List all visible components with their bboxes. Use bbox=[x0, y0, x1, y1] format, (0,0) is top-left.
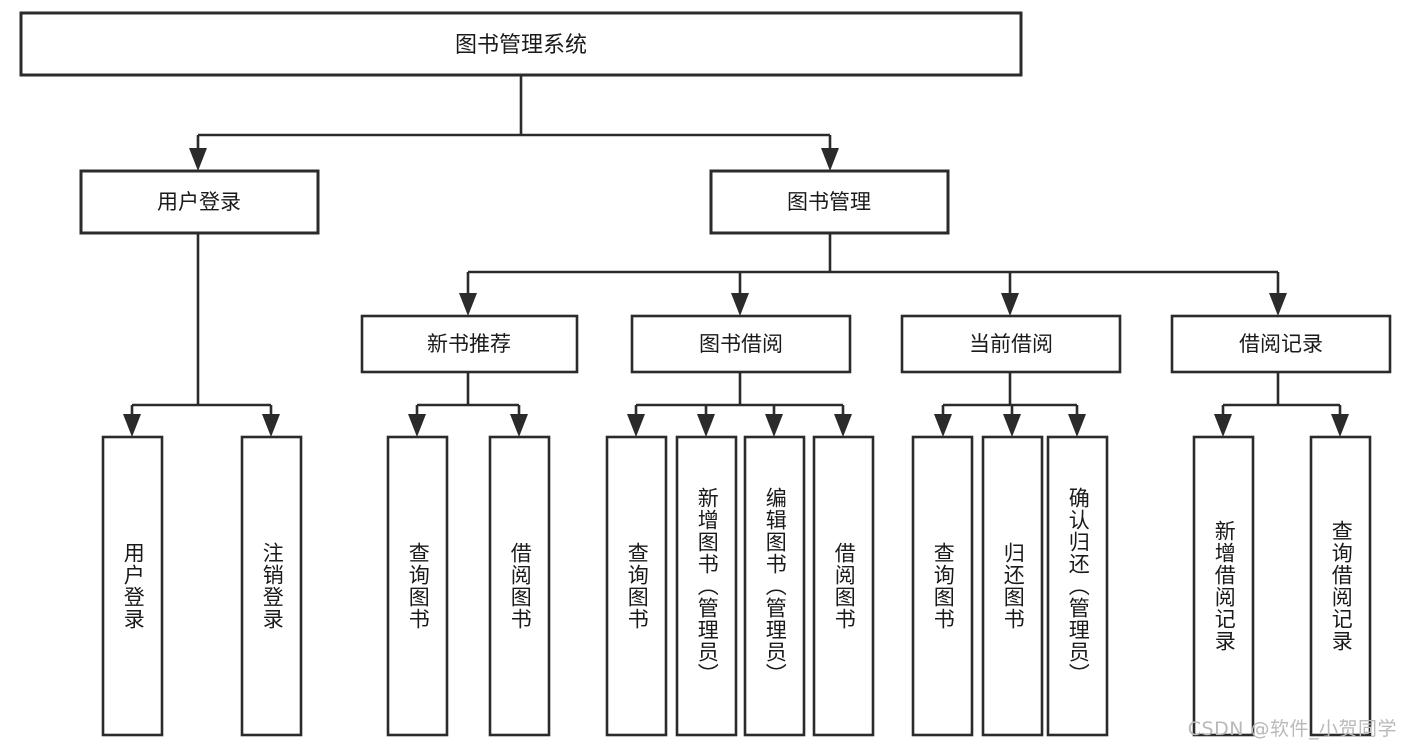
node-book-borrow-label: 图书借阅 bbox=[699, 332, 783, 356]
leaf-add-borrow-record-label: 新增借阅记录 bbox=[1212, 520, 1237, 652]
arrow-head-leaf-query-book-3 bbox=[934, 414, 952, 437]
leaf-logout-label: 注销登录 bbox=[260, 542, 285, 630]
node-book-management-label: 图书管理 bbox=[787, 190, 871, 214]
leaf-add-book-admin-label: 新增图书（管理员） bbox=[695, 487, 720, 685]
arrow-head-leaf-return-book bbox=[1003, 414, 1021, 437]
leaf-query-book-borrow-label: 查询图书 bbox=[625, 542, 650, 630]
node-new-book-recommend-label: 新书推荐 bbox=[427, 332, 511, 356]
arrow-head-current-borrow bbox=[1001, 293, 1019, 316]
node-book-borrow[interactable]: 图书借阅 bbox=[630, 314, 852, 374]
connector-borrowrecord-to-leaves bbox=[1214, 372, 1349, 437]
arrow-head-new-book bbox=[459, 293, 477, 316]
node-current-borrow-label: 当前借阅 bbox=[969, 332, 1053, 356]
leaf-return-book[interactable]: 归还图书 bbox=[981, 435, 1044, 737]
node-root-system-label: 图书管理系统 bbox=[455, 33, 587, 58]
node-borrow-record-label: 借阅记录 bbox=[1239, 332, 1323, 356]
node-root-system[interactable]: 图书管理系统 bbox=[19, 11, 1023, 77]
node-book-management[interactable]: 图书管理 bbox=[709, 169, 950, 235]
arrow-head-leaf-query-record bbox=[1331, 414, 1349, 437]
connector-root-to-level2 bbox=[189, 75, 839, 171]
leaf-query-book-borrow[interactable]: 查询图书 bbox=[605, 435, 668, 737]
leaf-user-login-label: 用户登录 bbox=[121, 542, 146, 630]
leaf-edit-book-admin-label: 编辑图书（管理员） bbox=[763, 487, 788, 685]
node-borrow-record[interactable]: 借阅记录 bbox=[1170, 314, 1392, 374]
leaf-edit-book-admin[interactable]: 编辑图书（管理员） bbox=[743, 435, 806, 737]
arrow-head-leaf-add-book bbox=[697, 414, 715, 437]
leaf-return-book-label: 归还图书 bbox=[1001, 542, 1026, 630]
connector-newbook-to-leaves bbox=[408, 372, 528, 437]
leaf-confirm-return-admin-label: 确认归还（管理员） bbox=[1066, 487, 1091, 685]
arrow-head-leaf-borrow-book-2 bbox=[834, 414, 852, 437]
leaf-borrow-book-newbook[interactable]: 借阅图书 bbox=[488, 435, 551, 737]
leaf-borrow-book-newbook-label: 借阅图书 bbox=[508, 542, 533, 630]
leaf-user-login[interactable]: 用户登录 bbox=[101, 435, 164, 737]
arrow-head-leaf-confirm-return bbox=[1068, 414, 1086, 437]
node-current-borrow[interactable]: 当前借阅 bbox=[900, 314, 1122, 374]
leaf-query-book-current-label: 查询图书 bbox=[931, 542, 956, 630]
arrow-head-user-login bbox=[189, 148, 207, 171]
leaf-borrow-book-borrow-label: 借阅图书 bbox=[832, 542, 857, 630]
node-new-book-recommend[interactable]: 新书推荐 bbox=[360, 314, 579, 374]
arrow-head-leaf-logout bbox=[262, 414, 280, 437]
leaf-query-borrow-record[interactable]: 查询借阅记录 bbox=[1309, 435, 1372, 737]
node-user-login[interactable]: 用户登录 bbox=[79, 169, 320, 235]
arrow-head-borrow-record bbox=[1269, 293, 1287, 316]
leaf-add-borrow-record[interactable]: 新增借阅记录 bbox=[1192, 435, 1255, 737]
leaf-logout[interactable]: 注销登录 bbox=[240, 435, 303, 737]
leaf-confirm-return-admin[interactable]: 确认归还（管理员） bbox=[1046, 435, 1109, 737]
arrow-head-leaf-borrow-book-1 bbox=[510, 414, 528, 437]
leaf-borrow-book-borrow[interactable]: 借阅图书 bbox=[812, 435, 875, 737]
leaf-add-book-admin[interactable]: 新增图书（管理员） bbox=[675, 435, 738, 737]
connector-bookborrow-to-leaves bbox=[627, 372, 852, 437]
arrow-head-leaf-query-book-1 bbox=[408, 414, 426, 437]
node-user-login-label: 用户登录 bbox=[157, 190, 241, 214]
arrow-head-leaf-add-record bbox=[1214, 414, 1232, 437]
arrow-head-leaf-query-book-2 bbox=[627, 414, 645, 437]
leaf-query-borrow-record-label: 查询借阅记录 bbox=[1329, 520, 1354, 652]
connector-currentborrow-to-leaves bbox=[934, 372, 1086, 437]
leaf-query-book-newbook[interactable]: 查询图书 bbox=[386, 435, 449, 737]
connector-userlogin-to-leaves bbox=[123, 233, 280, 437]
leaf-query-book-current[interactable]: 查询图书 bbox=[911, 435, 974, 737]
connector-bookmanage-to-level3 bbox=[459, 233, 1287, 316]
arrow-head-book-borrow bbox=[731, 293, 749, 316]
arrow-head-book-manage bbox=[821, 148, 839, 171]
arrow-head-leaf-user-login bbox=[123, 414, 141, 437]
arrow-head-leaf-edit-book bbox=[765, 414, 783, 437]
leaf-query-book-newbook-label: 查询图书 bbox=[406, 542, 431, 630]
